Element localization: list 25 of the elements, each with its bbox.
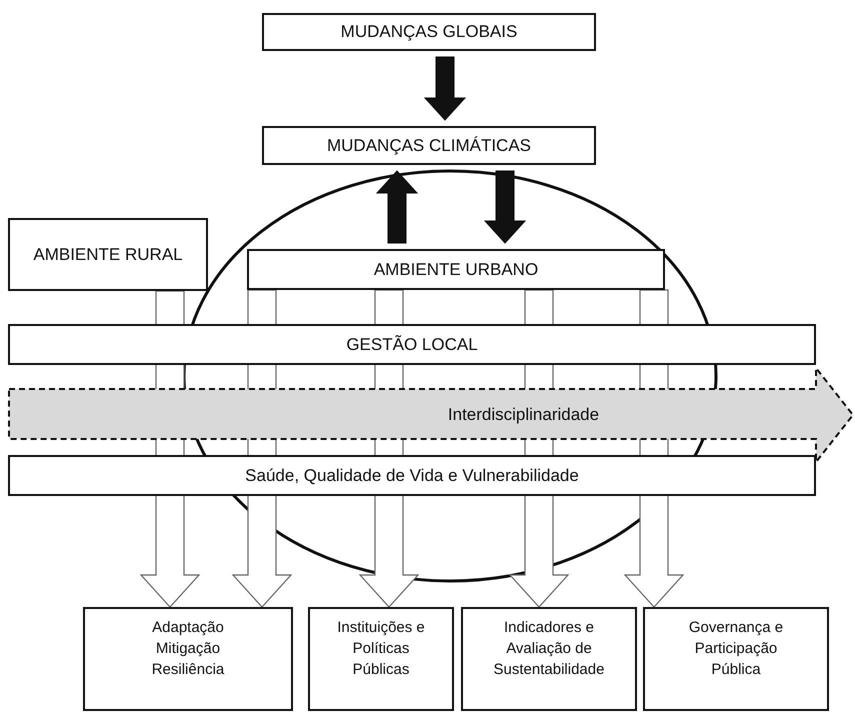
box-label: MUDANÇAS CLIMÁTICAS (326, 134, 532, 156)
box-label: AMBIENTE RURAL (33, 244, 183, 266)
text-box (643, 607, 829, 711)
box-label: AMBIENTE URBANO (374, 258, 538, 280)
block-arrow (484, 170, 526, 244)
text-box (83, 607, 293, 711)
text-box (247, 249, 665, 290)
block-arrow (376, 170, 418, 244)
text-box (308, 607, 454, 711)
box-label: Indicadores e Avaliação de Sustentabilidade (492, 618, 606, 680)
box-label: GESTÃO LOCAL (346, 334, 478, 356)
text-box (8, 455, 816, 496)
text-box (8, 324, 816, 365)
text-box (8, 218, 208, 291)
box-label: Governança e Participação Pública (688, 618, 784, 680)
arrow-band (8, 367, 855, 463)
box-label: Instituições e Políticas Públicas (336, 618, 426, 680)
text-box (262, 126, 596, 165)
box-label: Adaptação Mitigação Resiliência (150, 618, 226, 680)
box-label: MUDANÇAS GLOBAIS (340, 21, 518, 43)
box-label: Saúde, Qualidade de Vida e Vulnerabilidade (245, 464, 579, 486)
block-arrow (424, 56, 466, 121)
text-box (461, 607, 637, 711)
box-label: Interdisciplinaridade (448, 404, 600, 426)
text-box (262, 13, 596, 51)
